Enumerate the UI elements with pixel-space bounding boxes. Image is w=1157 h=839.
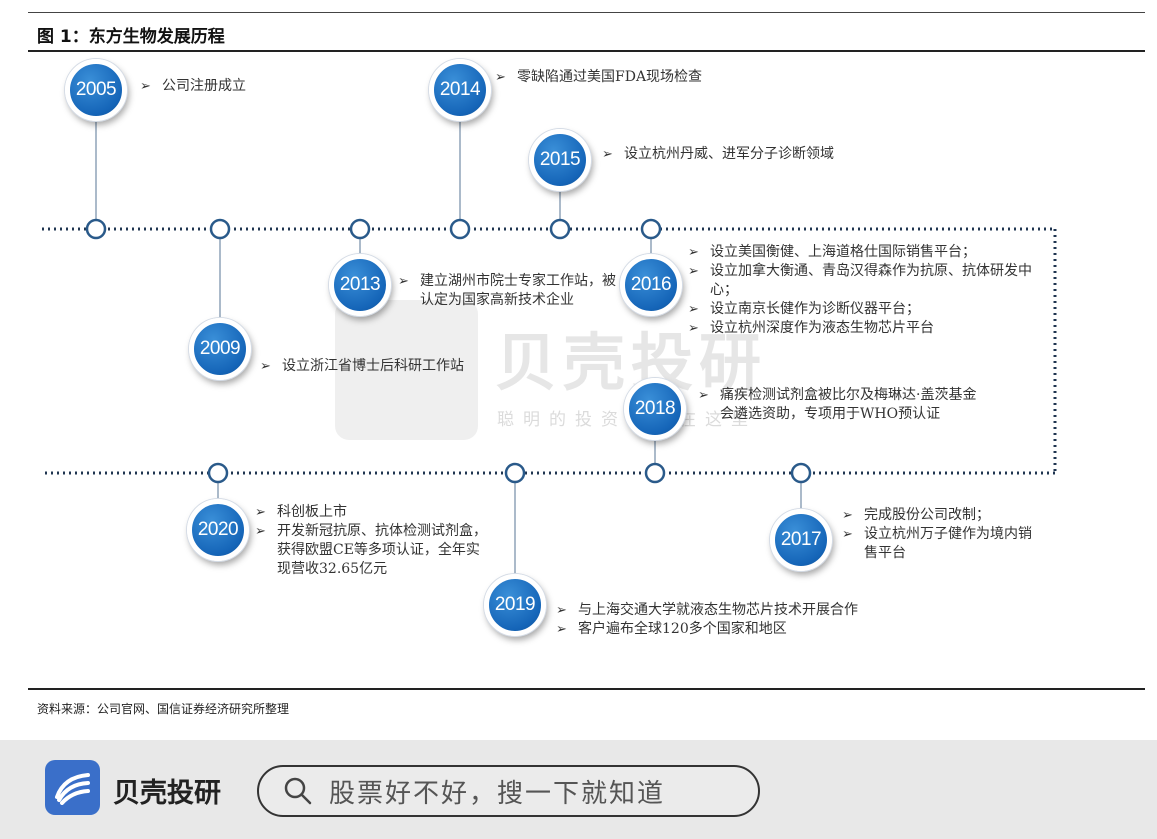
events-2013: 建立湖州市院士专家工作站，被认定为国家高新技术企业 <box>398 272 616 310</box>
year-bubble-2014: 2014 <box>429 59 491 121</box>
event-item: 建立湖州市院士专家工作站，被认定为国家高新技术企业 <box>398 272 616 310</box>
events-2017: 完成股份公司改制； 设立杭州万子健作为境内销售平台 <box>842 506 1042 563</box>
year-bubble-2005: 2005 <box>65 59 127 121</box>
node-2016 <box>640 218 662 240</box>
year-bubble-2016: 2016 <box>620 254 682 316</box>
node-2019 <box>504 462 526 484</box>
event-item: 科创板上市 <box>255 503 490 522</box>
node-2020 <box>207 462 229 484</box>
events-2020: 科创板上市 开发新冠抗原、抗体检测试剂盒，获得欧盟CE等多项认证，全年实现营收3… <box>255 503 490 579</box>
event-item: 设立浙江省博士后科研工作站 <box>260 357 550 376</box>
events-2014: 零缺陷通过美国FDA现场检查 <box>495 68 815 87</box>
title-rule <box>28 50 1145 52</box>
event-item: 客户遍布全球120多个国家和地区 <box>556 620 866 639</box>
events-2016: 设立美国衡健、上海道格仕国际销售平台； 设立加拿大衡通、青岛汉得森作为抗原、抗体… <box>688 243 1058 338</box>
year-bubble-2019: 2019 <box>484 574 546 636</box>
event-item: 设立美国衡健、上海道格仕国际销售平台； <box>688 243 1058 262</box>
events-2018: 痛疾检测试剂盒被比尔及梅琳达·盖茨基金会遴选资助，专项用于WHO预认证 <box>698 386 978 424</box>
events-2005: 公司注册成立 <box>140 77 400 96</box>
event-item: 与上海交通大学就液态生物芯片技术开展合作 <box>556 601 866 620</box>
search-box[interactable]: 股票好不好，搜一下就知道 <box>257 765 760 817</box>
event-item: 开发新冠抗原、抗体检测试剂盒，获得欧盟CE等多项认证，全年实现营收32.65亿元 <box>255 522 490 579</box>
brand-name[interactable]: 贝壳投研 <box>113 778 221 809</box>
search-icon <box>284 777 312 805</box>
event-item: 设立杭州深度作为液态生物芯片平台 <box>688 319 1058 338</box>
event-item: 零缺陷通过美国FDA现场检查 <box>495 68 815 87</box>
node-2015 <box>549 218 571 240</box>
event-item: 公司注册成立 <box>140 77 400 96</box>
event-item: 设立加拿大衡通、青岛汉得森作为抗原、抗体研发中心； <box>688 262 1058 300</box>
event-item: 完成股份公司改制； <box>842 506 1042 525</box>
source-note: 资料来源：公司官网、国信证券经济研究所整理 <box>37 702 290 716</box>
event-item: 设立杭州万子健作为境内销售平台 <box>842 525 1042 563</box>
node-2005 <box>85 218 107 240</box>
node-2014 <box>449 218 471 240</box>
search-input[interactable]: 股票好不好，搜一下就知道 <box>329 778 666 809</box>
node-2017 <box>790 462 812 484</box>
bottom-rule <box>28 688 1145 690</box>
year-bubble-2017: 2017 <box>770 509 832 571</box>
events-2019: 与上海交通大学就液态生物芯片技术开展合作 客户遍布全球120多个国家和地区 <box>556 601 866 639</box>
year-bubble-2015: 2015 <box>529 129 591 191</box>
year-bubble-2018: 2018 <box>624 378 686 440</box>
event-item: 设立杭州丹威、进军分子诊断领域 <box>602 145 872 164</box>
events-2009: 设立浙江省博士后科研工作站 <box>260 357 550 376</box>
top-rule <box>28 12 1145 13</box>
year-bubble-2009: 2009 <box>189 318 251 380</box>
node-2009 <box>209 218 231 240</box>
shell-icon <box>54 772 90 805</box>
figure-title: 图 1：东方生物发展历程 <box>37 27 225 47</box>
event-item: 设立南京长健作为诊断仪器平台； <box>688 300 1058 319</box>
year-bubble-2020: 2020 <box>187 499 249 561</box>
year-bubble-2013: 2013 <box>329 254 391 316</box>
events-2015: 设立杭州丹威、进军分子诊断领域 <box>602 145 872 164</box>
node-2018 <box>644 462 666 484</box>
event-item: 痛疾检测试剂盒被比尔及梅琳达·盖茨基金会遴选资助，专项用于WHO预认证 <box>698 386 978 424</box>
node-2013 <box>349 218 371 240</box>
timeline-diagram <box>42 122 1057 575</box>
brand-logo-icon[interactable] <box>45 760 100 815</box>
